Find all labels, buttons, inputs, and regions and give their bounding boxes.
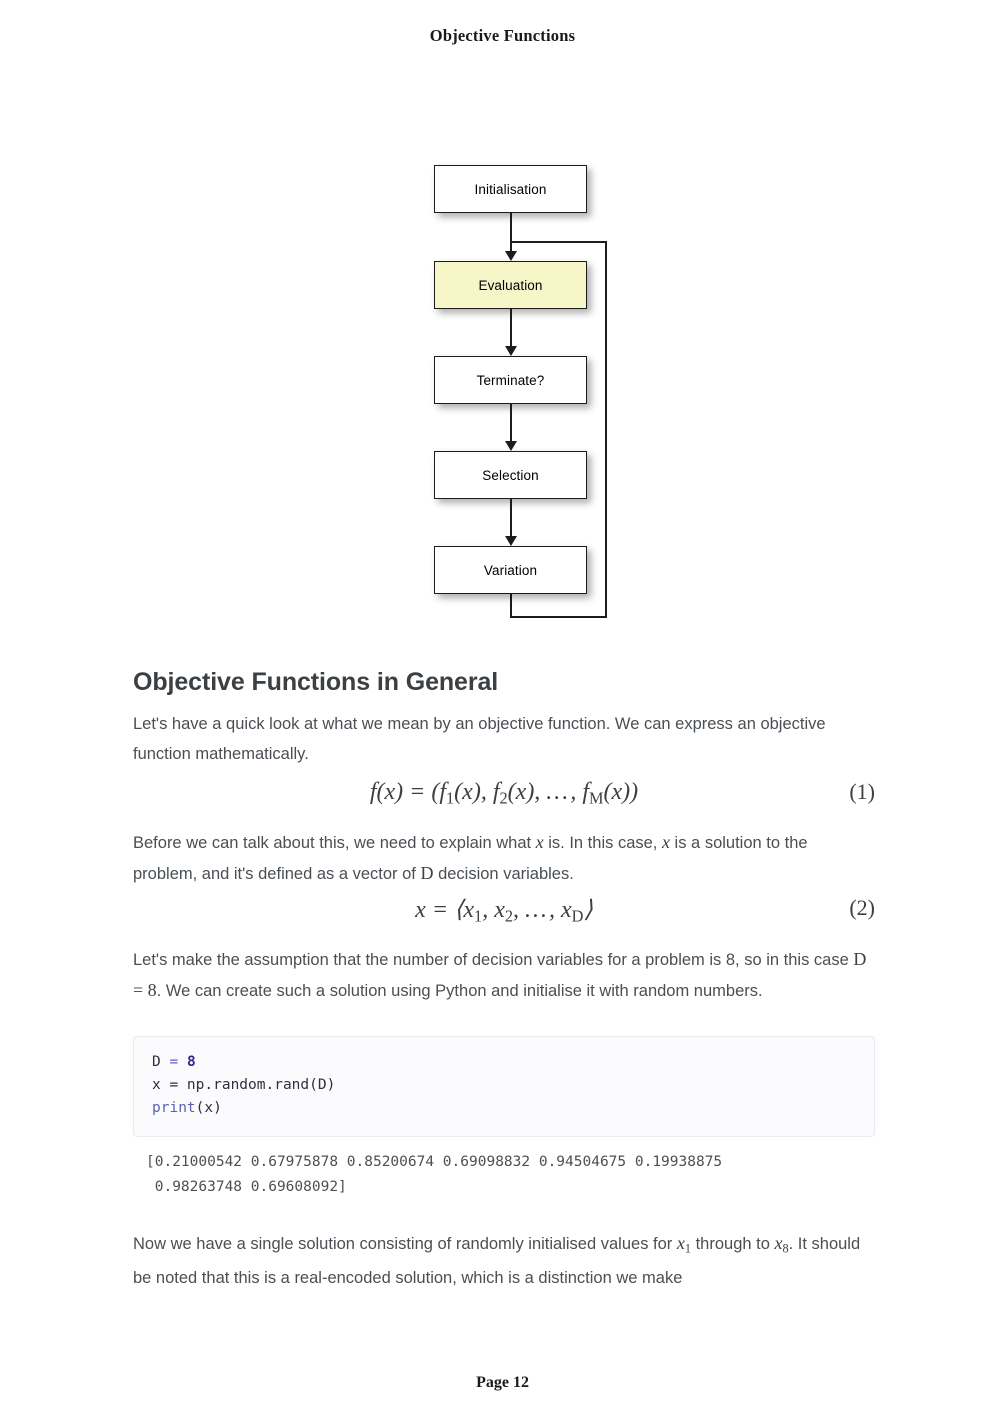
paragraph-conclusion: Now we have a single solution consisting… (133, 1228, 875, 1293)
arrowhead-terminate-to-selection (505, 441, 517, 451)
connector-init-to-eval (510, 213, 512, 255)
flowchart-node-initialisation[interactable]: Initialisation (434, 165, 587, 213)
section-heading: Objective Functions in General (133, 668, 499, 696)
inline-math-base: x (676, 1233, 685, 1253)
inline-math-x-sub-8: x8 (774, 1233, 789, 1256)
flowchart-node-label: Selection (482, 467, 539, 483)
equation-2-body: x = ⟨x1, x2, . . . , xD⟩ (415, 897, 593, 926)
inline-math-subscript: 8 (782, 1241, 789, 1256)
inline-math-x-sub-1: x1 (676, 1233, 691, 1256)
code-token-variable-D: D (152, 1054, 161, 1070)
flowchart-node-variation[interactable]: Variation (434, 546, 587, 594)
paragraph-text-c: . It should be noted that this is a real… (133, 1235, 861, 1288)
paragraph-text-a: Before we can talk about this, we need t… (133, 834, 536, 852)
flowchart-node-label: Variation (483, 562, 538, 578)
loopback-line-right (605, 242, 607, 618)
code-token-print-arg: (x) (195, 1100, 222, 1116)
paragraph-text-c: is a solution to the problem, and it's d… (133, 834, 808, 883)
paragraph-explain-x: Before we can talk about this, we need t… (133, 827, 875, 889)
paragraph-text-b: is. In this case, (543, 834, 662, 852)
connector-selection-to-variation (510, 499, 512, 541)
flowchart-node-label: Terminate? (476, 372, 545, 388)
equation-1-tag: (1) (849, 779, 875, 804)
evolutionary-algorithm-flowchart: Initialisation Evaluation Terminate? Sel… (0, 0, 1005, 640)
inline-math-D: D (420, 863, 434, 883)
inline-math-base: x (774, 1233, 783, 1253)
loopback-line-down (510, 594, 512, 618)
code-block-python[interactable]: D = 8 x = np.random.rand(D) print(x) (133, 1036, 875, 1137)
code-output-line-1: [0.21000542 0.67975878 0.85200674 0.6909… (146, 1154, 723, 1170)
paragraph-text-b: through to (691, 1235, 775, 1253)
page-footer: Page 12 (476, 1374, 529, 1391)
arrowhead-eval-to-terminate (505, 346, 517, 356)
paragraph-text: Let's have a quick look at what we mean … (133, 715, 826, 763)
paragraph-intro: Let's have a quick look at what we mean … (133, 709, 875, 769)
inline-math-D-equals-8: D = 8 (133, 949, 867, 1000)
equation-1-body: f(x) = (f1(x), f2(x), . . . , fM(x)) (369, 779, 639, 808)
code-token-number-8: 8 (186, 1054, 196, 1070)
running-head: Objective Functions (429, 26, 576, 45)
arrowhead-selection-to-variation (505, 536, 517, 546)
equation-2-row: x = ⟨x1, x2, . . . , xD⟩ (2) (133, 895, 875, 927)
paragraph-assumption: Let's make the assumption that the numbe… (133, 944, 875, 1006)
inline-math-x-2: x (661, 832, 670, 852)
paragraph-text-d: decision variables. (433, 865, 574, 883)
code-token-print: print (152, 1100, 196, 1116)
loopback-line-bottom (510, 616, 607, 618)
paragraph-text-a: Now we have a single solution consisting… (133, 1235, 677, 1253)
code-output: [0.21000542 0.67975878 0.85200674 0.6909… (146, 1150, 888, 1200)
flowchart-node-evaluation[interactable]: Evaluation (434, 261, 587, 309)
flowchart-node-label: Initialisation (474, 181, 547, 197)
equation-1-row: f(x) = (f1(x), f2(x), . . . , fM(x)) (1) (133, 779, 875, 809)
loopback-line-top (510, 241, 607, 243)
arrowhead-init-to-eval (505, 251, 517, 261)
flowchart-node-terminate[interactable]: Terminate? (434, 356, 587, 404)
equation-2-tag: (2) (849, 895, 875, 920)
flowchart-node-label: Evaluation (478, 277, 543, 293)
inline-math-subscript: 1 (684, 1241, 691, 1256)
code-line-rand: x = np.random.rand(D) (152, 1077, 336, 1093)
code-token-operator-assign: = (169, 1054, 179, 1070)
inline-math-x-1: x (535, 832, 544, 852)
connector-terminate-to-selection (510, 404, 512, 446)
code-output-line-2: 0.98263748 0.69608092] (146, 1179, 347, 1195)
paragraph-text-b: . We can create such a solution using Py… (156, 982, 763, 1000)
connector-eval-to-terminate (510, 309, 512, 351)
flowchart-node-selection[interactable]: Selection (434, 451, 587, 499)
paragraph-text-a: Let's make the assumption that the numbe… (133, 951, 854, 969)
